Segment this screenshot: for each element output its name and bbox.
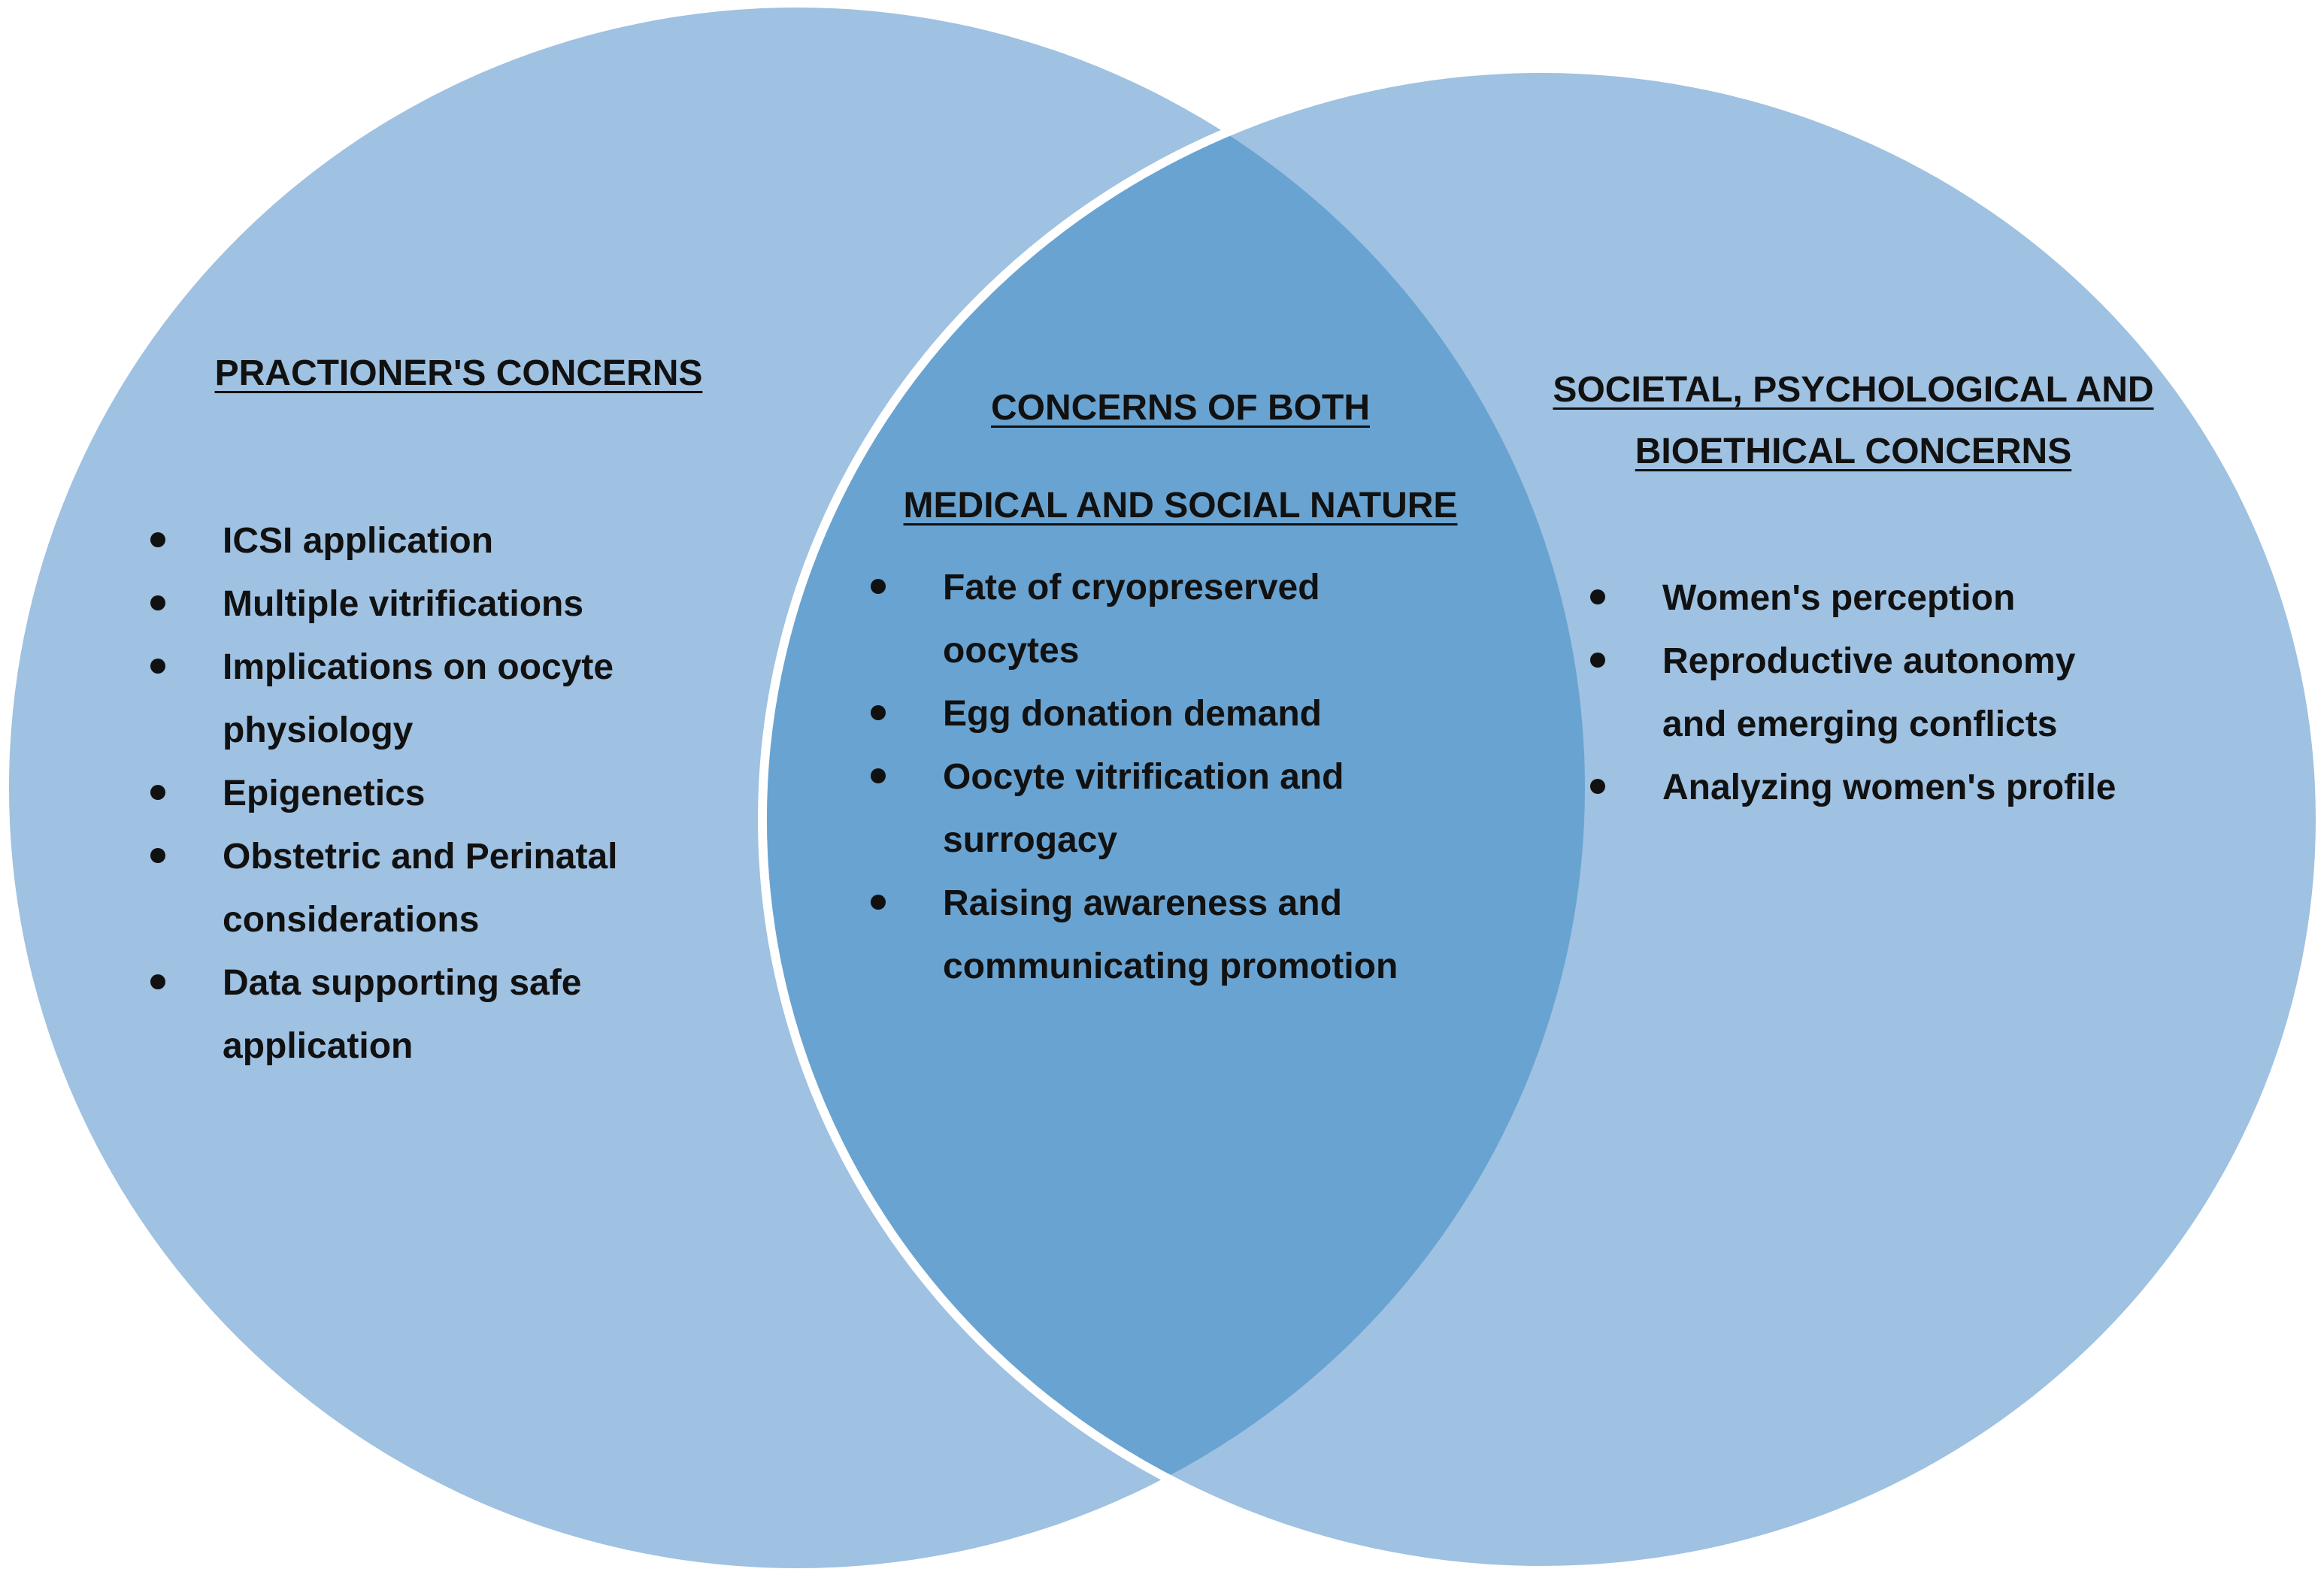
bullet-icon — [150, 974, 165, 989]
bullet-icon — [150, 659, 165, 674]
item-text: Egg donation demand — [943, 694, 1322, 734]
overlap-region — [767, 73, 1585, 1566]
item-text: Oocyte vitrification and surrogacy — [943, 757, 1344, 860]
bullet-icon — [871, 579, 886, 594]
list-item: Analyzing women's profile — [1590, 756, 2234, 819]
societal-concerns-heading: SOCIETAL, PSYCHOLOGICAL AND BIOETHICAL C… — [1515, 359, 2192, 483]
list-item: ICSI application — [150, 510, 722, 573]
heading-line: SOCIETAL, PSYCHOLOGICAL AND — [1553, 370, 2154, 410]
item-text: ICSI application — [223, 521, 494, 561]
list-item: Fate of cryopreserved oocytes — [871, 556, 1409, 683]
bullet-icon — [1590, 653, 1605, 668]
list-item: Multiple vitrifications — [150, 573, 722, 636]
practitioner-concerns-section: PRACTIONER'S CONCERNS ICSI application M… — [150, 343, 722, 1078]
list-item: Women's perception — [1590, 567, 2189, 630]
item-text: Raising awareness and communicating prom… — [943, 883, 1398, 986]
list-item: Data supporting safe application — [150, 952, 704, 1078]
bullet-icon — [150, 595, 165, 610]
item-text: Data supporting safe application — [223, 963, 582, 1066]
list-item: Oocyte vitrification and surrogacy — [871, 746, 1484, 872]
bullet-icon — [871, 895, 886, 910]
shared-concerns-heading: CONCERNS OF BOTH MEDICAL AND SOCIAL NATU… — [842, 359, 1519, 555]
practitioner-concerns-list: ICSI application Multiple vitrifications… — [150, 510, 722, 1078]
list-item: Reproductive autonomy and emerging confl… — [1590, 630, 2144, 756]
list-item: Epigenetics — [150, 762, 722, 825]
list-item: Egg donation demand — [871, 683, 1514, 746]
item-text: Multiple vitrifications — [223, 584, 584, 624]
item-text: Implications on oocyte physiology — [223, 647, 614, 750]
list-item: Raising awareness and communicating prom… — [871, 872, 1529, 998]
item-text: Analyzing women's profile — [1662, 768, 2116, 807]
list-item: Implications on oocyte physiology — [150, 636, 659, 762]
bullet-icon — [871, 705, 886, 720]
list-item: Obstetric and Perinatal considerations — [150, 825, 704, 952]
bullet-icon — [1590, 589, 1605, 604]
societal-concerns-section: SOCIETAL, PSYCHOLOGICAL AND BIOETHICAL C… — [1515, 359, 2192, 819]
item-text: Obstetric and Perinatal considerations — [223, 837, 618, 940]
item-text: Epigenetics — [223, 774, 426, 813]
bullet-icon — [1590, 779, 1605, 794]
shared-concerns-list: Fate of cryopreserved oocytes Egg donati… — [842, 556, 1519, 998]
item-text: Reproductive autonomy and emerging confl… — [1662, 641, 2076, 744]
bullet-icon — [150, 848, 165, 863]
heading-line: PRACTIONER'S CONCERNS — [214, 353, 703, 393]
bullet-icon — [871, 768, 886, 783]
practitioner-concerns-heading: PRACTIONER'S CONCERNS — [150, 343, 722, 404]
item-text: Fate of cryopreserved oocytes — [943, 568, 1320, 671]
heading-line: BIOETHICAL CONCERNS — [1635, 432, 2072, 471]
shared-concerns-section: CONCERNS OF BOTH MEDICAL AND SOCIAL NATU… — [842, 359, 1519, 998]
societal-concerns-list: Women's perception Reproductive autonomy… — [1515, 567, 2192, 819]
bullet-icon — [150, 532, 165, 547]
bullet-icon — [150, 785, 165, 800]
heading-line: MEDICAL AND SOCIAL NATURE — [903, 486, 1458, 525]
item-text: Women's perception — [1662, 578, 2016, 618]
heading-line: CONCERNS OF BOTH — [991, 388, 1370, 428]
